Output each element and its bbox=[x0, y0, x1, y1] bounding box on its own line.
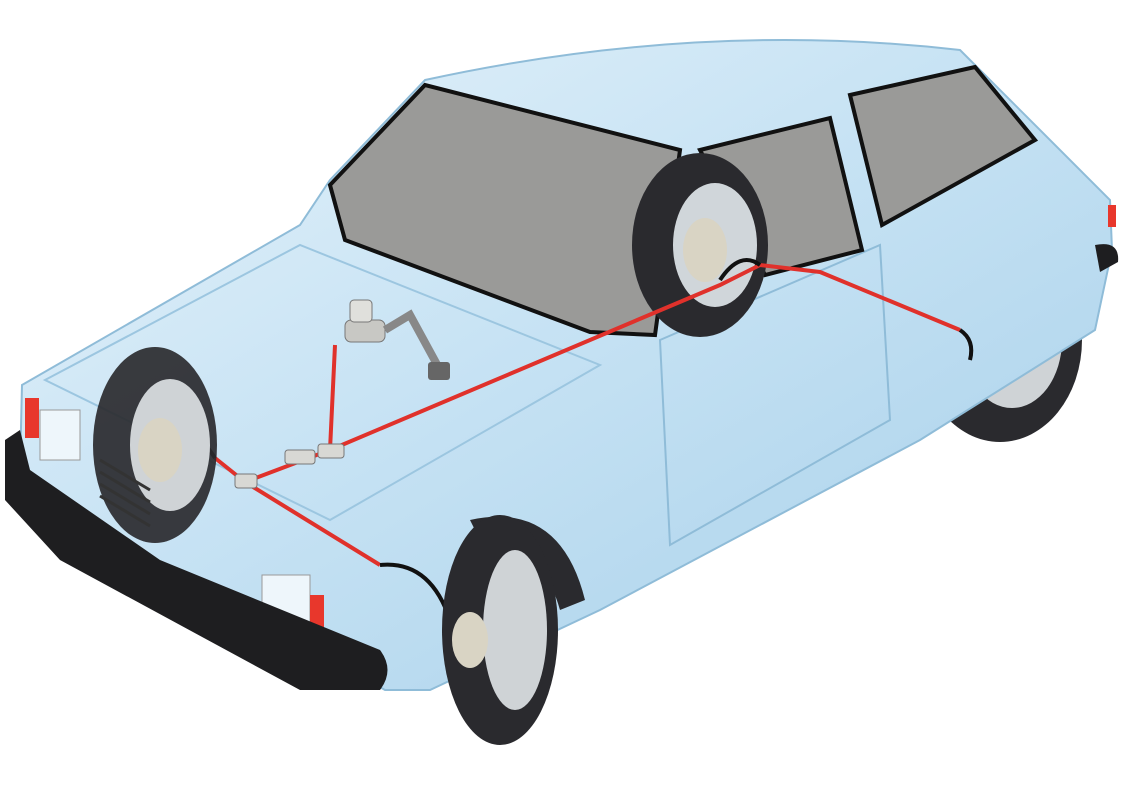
windshield bbox=[327, 82, 683, 338]
front-left-brake-disc bbox=[138, 418, 182, 482]
headlamp-left bbox=[39, 409, 81, 461]
master-cylinder-and-pedal bbox=[344, 299, 450, 380]
rear-bumper bbox=[1095, 244, 1119, 272]
brake-line-master bbox=[213, 344, 337, 485]
hose-rear-right bbox=[958, 328, 974, 361]
brake-valves bbox=[234, 443, 345, 489]
tail-lamp bbox=[1108, 205, 1116, 227]
brake-line-front-right bbox=[243, 480, 382, 567]
rear-left-wheel bbox=[632, 153, 768, 337]
front-right-wheel bbox=[442, 515, 585, 745]
rear-left-brake-drum bbox=[683, 218, 727, 282]
grille bbox=[99, 458, 151, 528]
front-right-brake-disc bbox=[452, 612, 488, 668]
side-window-rear bbox=[847, 64, 1039, 229]
front-bumper bbox=[5, 430, 388, 690]
hose-rear-left bbox=[718, 258, 762, 282]
door-outline bbox=[658, 243, 892, 547]
indicator-left bbox=[25, 398, 39, 438]
front-left-wheel bbox=[93, 347, 217, 543]
